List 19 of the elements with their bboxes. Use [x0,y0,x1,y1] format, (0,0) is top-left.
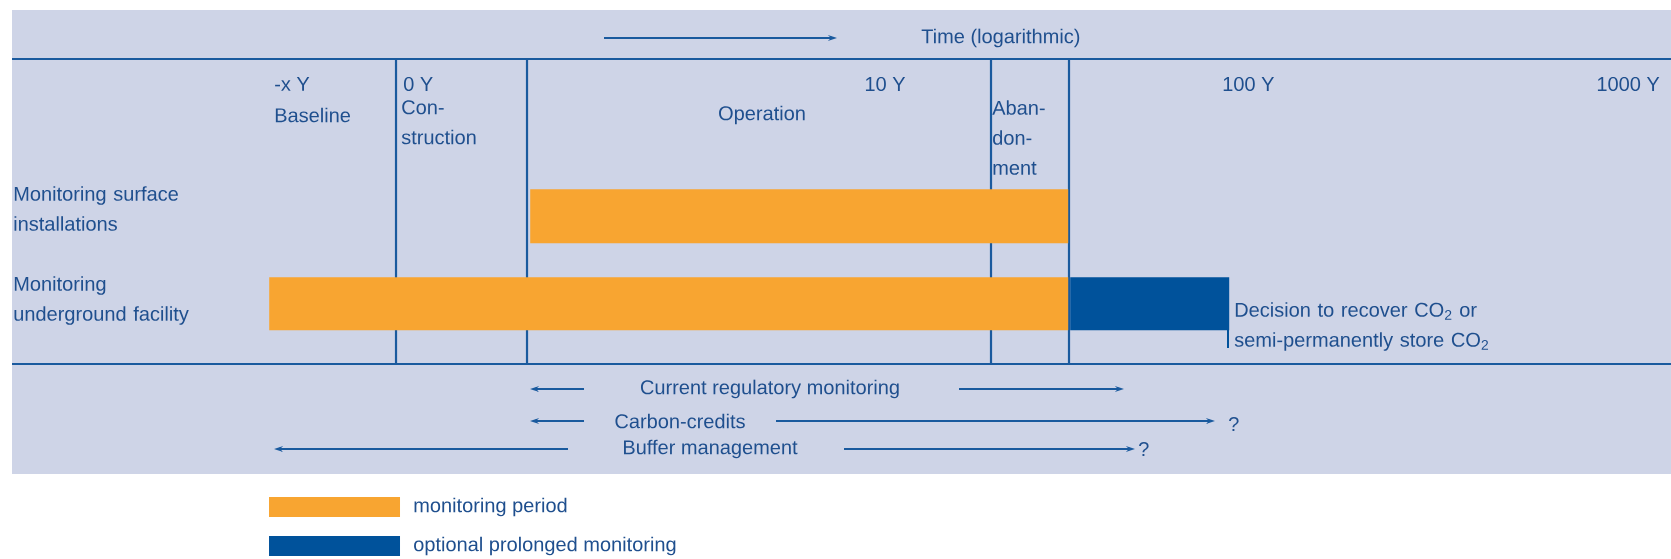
timeline-bar [530,189,1069,244]
timeline-bar [269,277,1069,331]
legend-label: monitoring period [414,497,567,517]
column-heading: Baseline [275,107,350,123]
column-heading: 10 Y [865,76,906,92]
column-heading: 0 Y [404,76,433,92]
row-label: Monitoring underground facility [14,276,189,325]
range-label: Carbon-credits [615,413,745,429]
column-heading: 1000 Y [1597,76,1660,92]
question-mark: ? [1229,417,1239,431]
column-heading: Operation [719,105,805,125]
question-mark: ? [1139,442,1149,456]
column-heading: -x Y [275,77,310,91]
range-label: Buffer management [624,439,798,459]
legend-label: optional prolonged monitoring [414,536,676,556]
axis-title: Time (logarithmic) [921,28,1080,48]
timeline-bar [1070,277,1230,331]
row-label: Monitoring surface installations [14,186,178,231]
column-heading: 100 Y [1223,76,1274,92]
